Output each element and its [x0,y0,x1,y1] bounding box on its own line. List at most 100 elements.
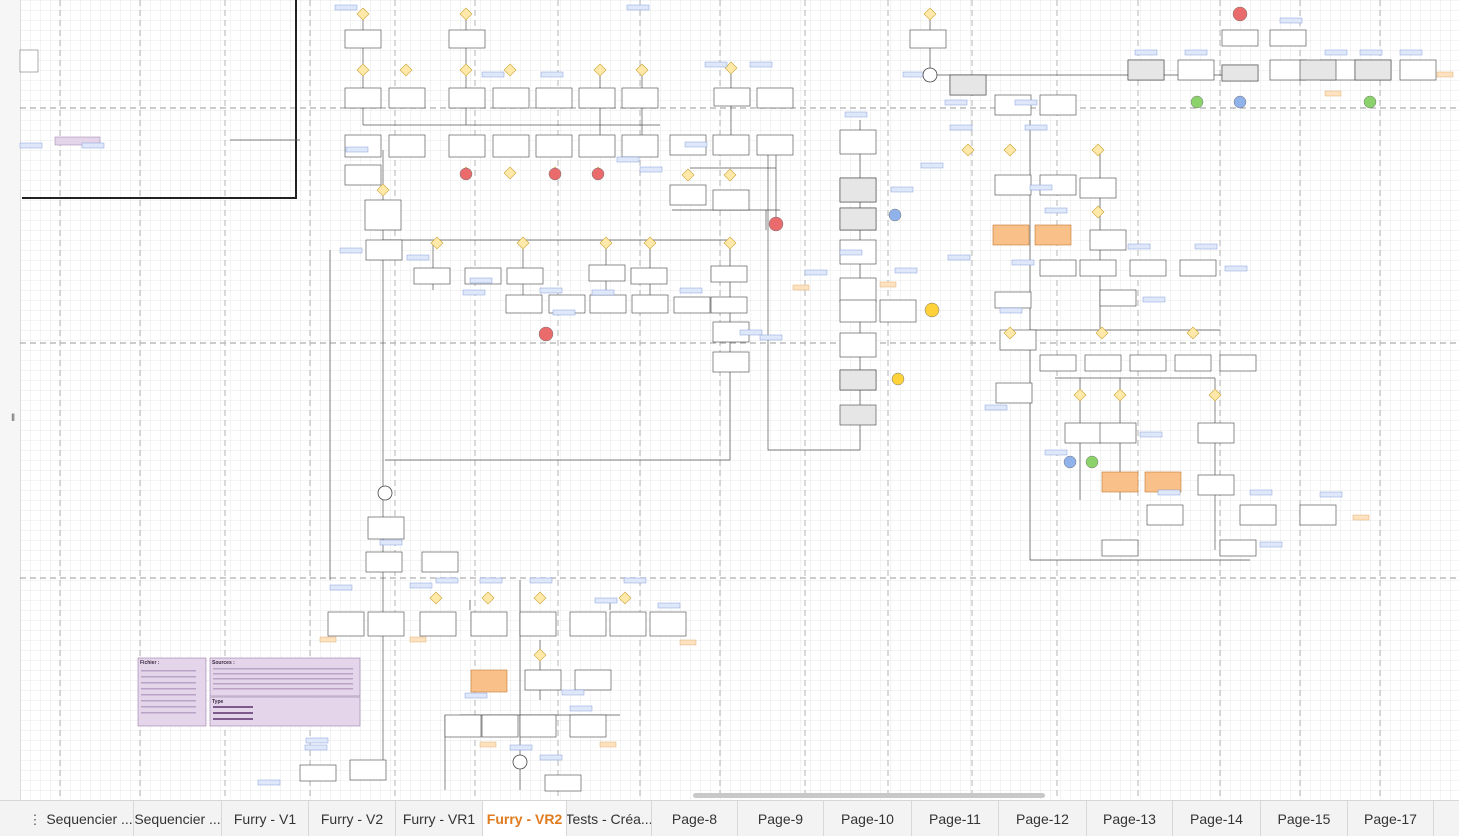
process-box[interactable] [994,291,1032,309]
decision-node[interactable] [356,7,370,21]
tag-label[interactable] [379,539,403,546]
process-box[interactable] [1221,29,1259,47]
note-box[interactable] [54,136,101,146]
tag-label[interactable] [479,577,503,584]
decision-node[interactable] [356,63,370,77]
process-box[interactable] [995,382,1033,404]
highlight-box[interactable] [1299,59,1337,81]
process-box[interactable] [1219,539,1257,557]
tag-label[interactable] [902,71,926,78]
process-box[interactable] [578,87,616,109]
merge-node[interactable] [922,67,938,83]
process-box[interactable] [448,134,486,158]
tag-label[interactable] [1029,184,1053,191]
action-box[interactable] [1101,471,1139,493]
process-box[interactable] [713,87,751,107]
process-box[interactable] [879,299,917,323]
process-box[interactable] [413,267,451,285]
tag-label[interactable] [623,577,647,584]
tag-label[interactable] [464,692,488,699]
decision-node[interactable] [459,63,473,77]
process-box[interactable] [1099,289,1137,307]
process-box[interactable] [344,134,382,158]
process-box[interactable] [365,239,403,261]
terminal-node[interactable] [459,167,473,181]
tag-label[interactable] [739,329,763,336]
decision-node[interactable] [723,168,737,182]
tag-label[interactable] [1044,207,1068,214]
tag-label[interactable] [345,146,369,153]
decision-node[interactable] [533,591,547,605]
process-box[interactable] [367,516,405,540]
process-box[interactable] [388,87,426,109]
tab-page-14[interactable]: Page-14 [1173,801,1261,836]
tag-label[interactable] [839,249,863,256]
process-box[interactable] [1039,259,1077,277]
process-box[interactable] [492,87,530,109]
decision-node[interactable] [1091,143,1105,157]
tag-label[interactable] [1024,124,1048,131]
process-box[interactable] [1089,229,1127,251]
tag-label[interactable] [481,71,505,78]
decision-node[interactable] [429,591,443,605]
process-box[interactable] [712,134,750,156]
decision-node[interactable] [376,183,390,197]
tab-sequencier-1[interactable]: Sequencier ... [46,801,134,836]
process-box[interactable] [1269,29,1307,47]
decision-node[interactable] [723,236,737,250]
tab-page-10[interactable]: Page-10 [824,801,912,836]
process-box[interactable] [673,296,711,314]
tag-label[interactable] [257,779,281,786]
highlight-box[interactable] [1127,59,1165,81]
decision-node[interactable] [1113,388,1127,402]
process-box[interactable] [569,611,607,637]
process-box[interactable] [839,299,877,323]
decision-node[interactable] [1095,326,1109,340]
process-box[interactable] [669,184,707,206]
tag-label[interactable] [639,166,663,173]
tag-label[interactable] [1011,259,1035,266]
process-box[interactable] [327,611,365,637]
tag-label[interactable] [626,4,650,11]
tab-page-8[interactable]: Page-8 [652,801,738,836]
decision-node[interactable] [459,7,473,21]
tag-label[interactable] [409,582,433,589]
process-box[interactable] [349,759,387,781]
page-menu-icon[interactable]: ⋮ [28,812,42,827]
tag-label[interactable] [329,584,353,591]
process-box[interactable] [839,277,877,303]
tag-label[interactable] [594,597,618,604]
action-box[interactable] [1034,224,1072,246]
process-box[interactable] [1197,474,1235,496]
process-box[interactable] [421,551,459,573]
action-box[interactable] [1144,471,1182,493]
tag-label[interactable] [679,287,703,294]
process-box[interactable] [364,199,402,231]
process-box[interactable] [492,134,530,158]
tag-label[interactable] [1014,99,1038,106]
process-box[interactable] [448,87,486,109]
process-box[interactable] [712,189,750,211]
decision-node[interactable] [481,591,495,605]
process-box[interactable] [839,332,877,358]
tag-label[interactable] [569,705,593,712]
tag-label[interactable] [539,754,563,761]
terminal-node[interactable] [1190,95,1204,109]
tag-label[interactable] [804,269,828,276]
process-box[interactable] [712,351,750,373]
tag-label[interactable] [1184,49,1208,56]
process-box[interactable] [1177,59,1215,81]
tab-page-15[interactable]: Page-15 [1261,801,1348,836]
decision-node[interactable] [430,236,444,250]
process-box[interactable] [1299,504,1337,526]
orange-tag[interactable] [1324,90,1342,97]
tag-label[interactable] [406,254,430,261]
decision-node[interactable] [635,63,649,77]
process-box[interactable] [367,611,405,637]
process-box[interactable] [344,29,382,49]
orange-tag[interactable] [792,284,810,291]
terminal-node[interactable] [591,167,605,181]
merge-node[interactable] [512,754,528,770]
tag-label[interactable] [539,287,563,294]
highlight-box[interactable] [949,74,987,96]
